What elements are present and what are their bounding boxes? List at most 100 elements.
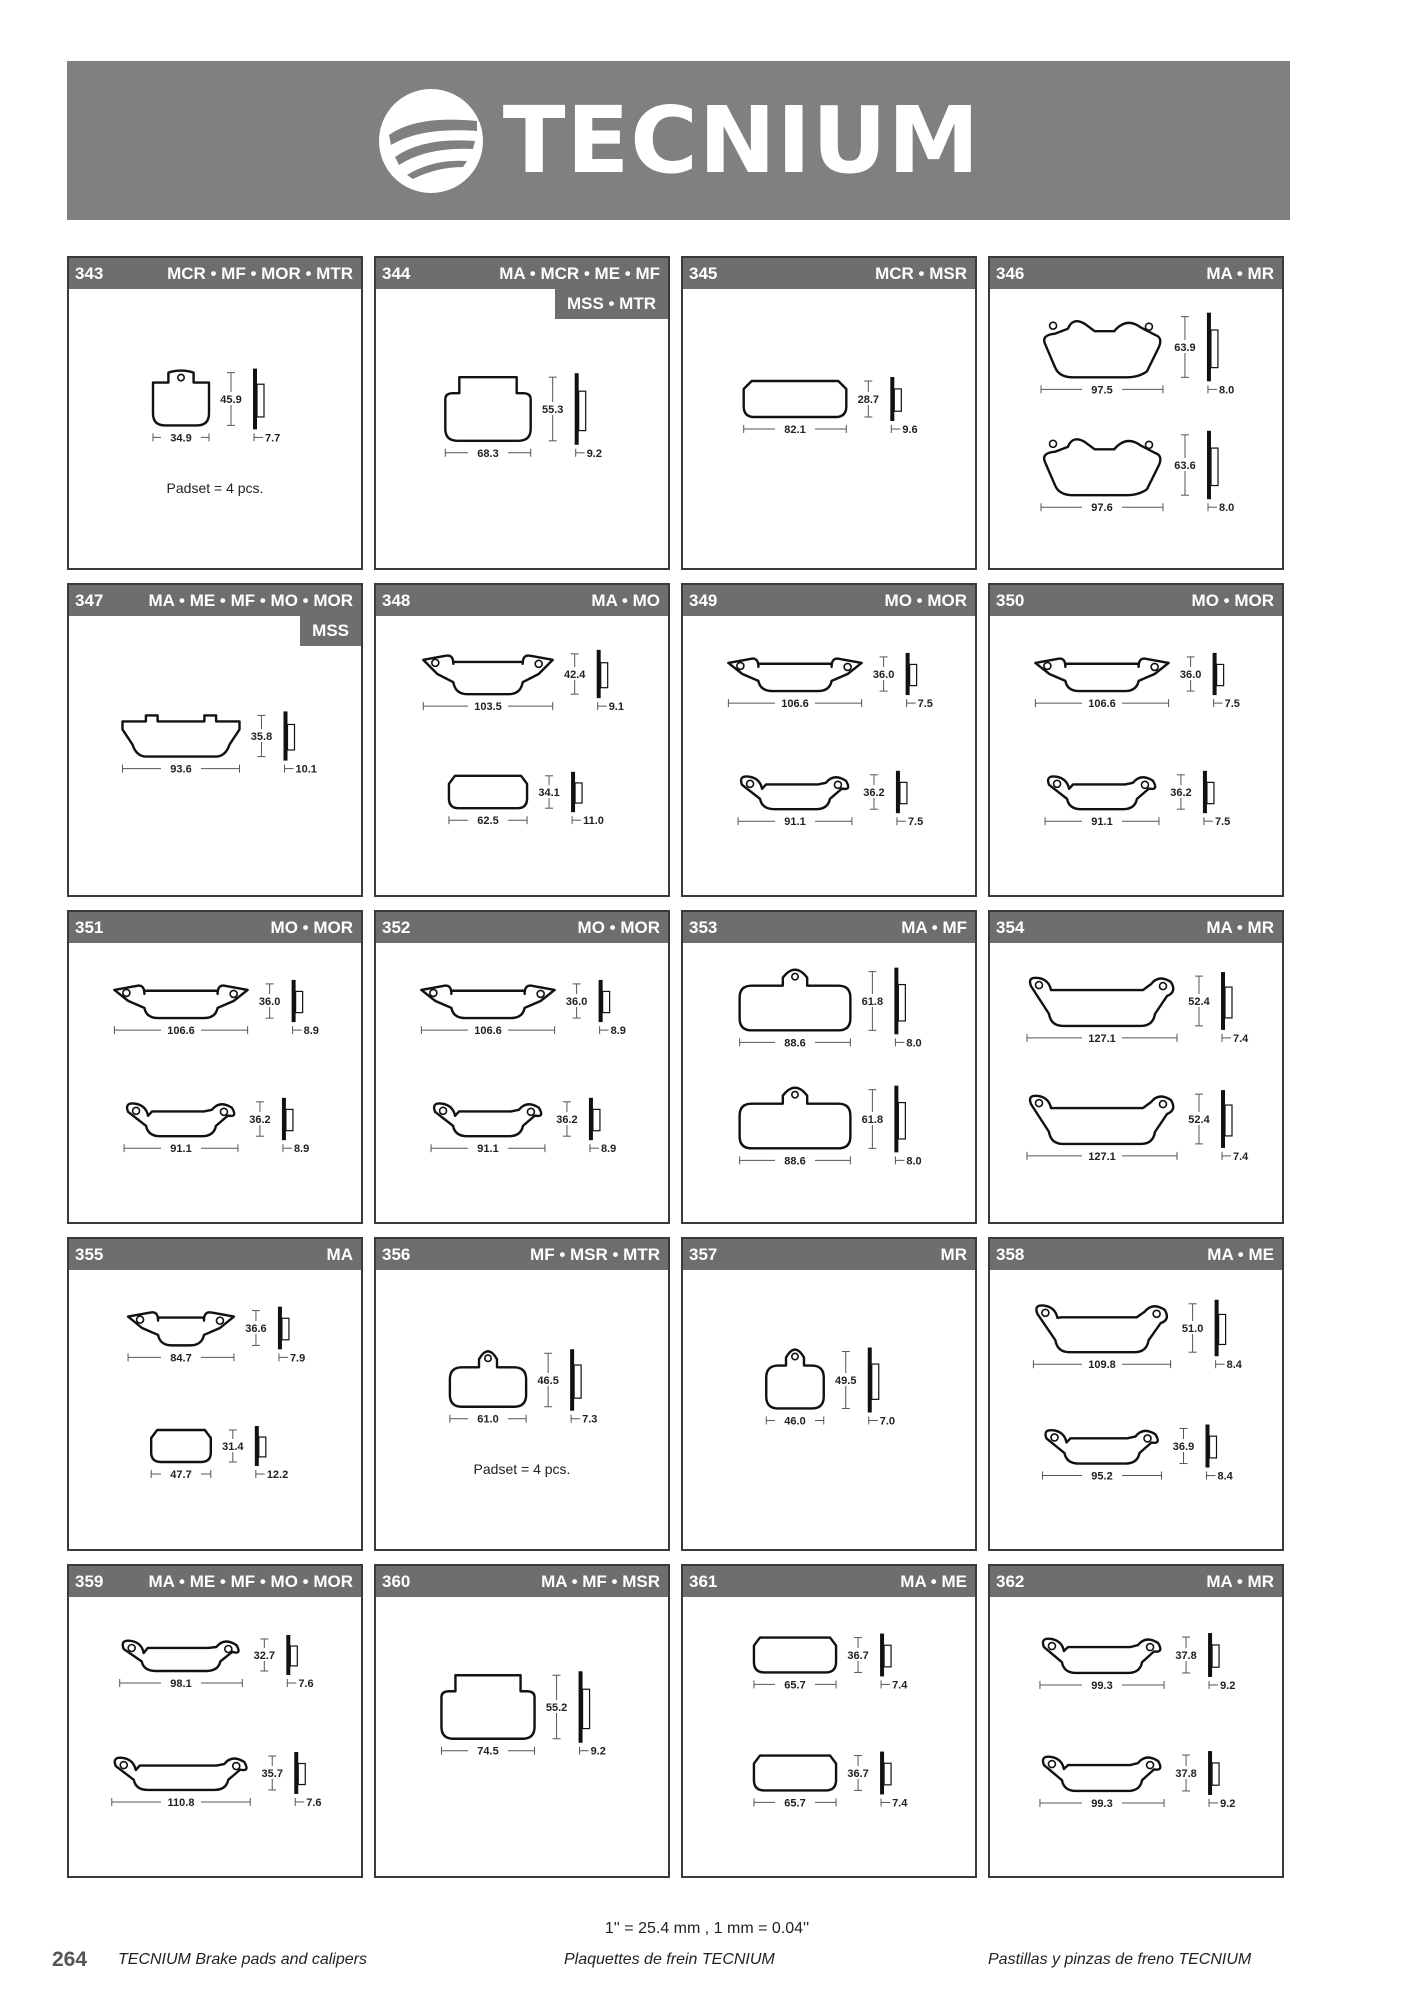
label-bg bbox=[1082, 814, 1122, 828]
friction-material-side bbox=[1210, 329, 1219, 369]
height-value: 63.6 bbox=[1174, 460, 1195, 472]
width-value: 47.7 bbox=[170, 1469, 191, 1481]
friction-material-side bbox=[602, 990, 611, 1014]
width-value: 127.1 bbox=[1088, 1151, 1116, 1163]
brake-pad-1: 97.563.98.0 bbox=[1040, 312, 1234, 396]
height-value: 37.8 bbox=[1175, 1650, 1196, 1662]
label-bg bbox=[1166, 785, 1195, 798]
label-bg bbox=[831, 1373, 860, 1386]
label-bg bbox=[468, 1023, 508, 1037]
thickness-value: 7.6 bbox=[306, 1797, 321, 1809]
brake-pad-1: 109.851.08.4 bbox=[1032, 1299, 1243, 1371]
pad-number: 353 bbox=[689, 918, 718, 937]
friction-material-side bbox=[1218, 1313, 1227, 1346]
compound-codes: MO • MOR bbox=[884, 591, 967, 610]
brake-pad-1: 84.736.67.9 bbox=[126, 1306, 305, 1364]
pad-drawing: 74.555.29.2 bbox=[440, 1671, 606, 1758]
pad-outline bbox=[1028, 976, 1175, 1028]
mounting-hole-icon bbox=[229, 989, 238, 999]
pad-number: 343 bbox=[75, 264, 104, 283]
pad-outline bbox=[1041, 1755, 1162, 1793]
compound-codes: MF • MSR • MTR bbox=[530, 1245, 660, 1264]
pad-outline bbox=[447, 774, 529, 810]
pad-outline bbox=[126, 1311, 236, 1347]
friction-material-side bbox=[1208, 1435, 1218, 1459]
width-value: 106.6 bbox=[167, 1025, 195, 1037]
label-bg bbox=[1176, 667, 1205, 680]
thickness-value: 8.9 bbox=[611, 1025, 626, 1037]
brake-pad-1: 106.636.08.9 bbox=[113, 979, 319, 1037]
height-value: 51.0 bbox=[1182, 1323, 1203, 1335]
brake-pad-1: 68.355.39.2 bbox=[444, 373, 602, 460]
thickness-value: 7.4 bbox=[1233, 1151, 1249, 1163]
label-bg bbox=[775, 696, 815, 710]
brake-pad-2: 47.731.412.2 bbox=[149, 1426, 288, 1481]
friction-material-side bbox=[883, 1762, 892, 1786]
label-bg bbox=[241, 1321, 270, 1334]
width-value: 99.3 bbox=[1091, 1798, 1112, 1810]
label-bg bbox=[858, 994, 887, 1007]
pad-outline bbox=[113, 1756, 248, 1792]
mounting-hole-icon bbox=[1140, 780, 1150, 790]
backing-plate-side bbox=[283, 711, 288, 761]
mounting-hole-icon bbox=[843, 662, 852, 672]
label-bg bbox=[468, 813, 508, 827]
friction-material-side bbox=[883, 1644, 892, 1668]
label-bg bbox=[775, 1677, 815, 1691]
backing-plate-side bbox=[1212, 652, 1217, 696]
label-bg bbox=[775, 422, 815, 435]
label-bg bbox=[161, 1023, 201, 1037]
friction-material-side bbox=[578, 390, 587, 432]
compound-codes: MCR • MSR bbox=[875, 264, 967, 283]
tecnium-logo-icon bbox=[378, 88, 483, 193]
friction-material-side bbox=[893, 388, 902, 412]
mounting-hole-icon bbox=[127, 1643, 136, 1653]
mounting-hole-icon bbox=[1150, 662, 1159, 672]
pad-outline bbox=[752, 1636, 838, 1674]
label-bg bbox=[534, 1373, 563, 1386]
pad-outline bbox=[125, 1102, 236, 1138]
pad-outline bbox=[1044, 1428, 1159, 1465]
brake-pad-1: 88.661.88.0 bbox=[738, 967, 922, 1049]
height-value: 37.8 bbox=[1175, 1768, 1196, 1780]
mounting-hole-icon bbox=[1145, 1760, 1155, 1770]
label-bg bbox=[250, 1648, 279, 1661]
brand-banner: TECNIUM bbox=[67, 61, 1290, 220]
thickness-value: 11.0 bbox=[583, 815, 604, 827]
backing-plate-side bbox=[1214, 1299, 1219, 1357]
label-bg bbox=[161, 1676, 201, 1689]
mounting-hole-icon bbox=[429, 988, 438, 998]
backing-plate-side bbox=[281, 1097, 286, 1141]
thickness-value: 8.0 bbox=[1219, 502, 1234, 514]
height-value: 55.3 bbox=[542, 404, 563, 416]
width-value: 93.6 bbox=[170, 764, 191, 776]
width-value: 88.6 bbox=[784, 1155, 805, 1167]
width-value: 68.3 bbox=[477, 448, 498, 460]
label-bg bbox=[1172, 1766, 1201, 1779]
pad-outline bbox=[765, 1348, 825, 1410]
pad-outline bbox=[422, 654, 554, 696]
width-value: 91.1 bbox=[170, 1143, 191, 1155]
mounting-hole-icon bbox=[1158, 1099, 1168, 1109]
label-bg bbox=[247, 729, 276, 742]
pad-outline bbox=[742, 379, 848, 419]
mounting-hole-icon bbox=[1050, 1433, 1059, 1442]
label-bg bbox=[535, 785, 564, 798]
height-value: 63.9 bbox=[1174, 342, 1195, 354]
backing-plate-side bbox=[1208, 1751, 1213, 1795]
mounting-hole-icon bbox=[534, 659, 543, 669]
pad-number: 351 bbox=[75, 918, 104, 937]
friction-material-side bbox=[1211, 1762, 1220, 1786]
pad-number: 345 bbox=[689, 264, 718, 283]
